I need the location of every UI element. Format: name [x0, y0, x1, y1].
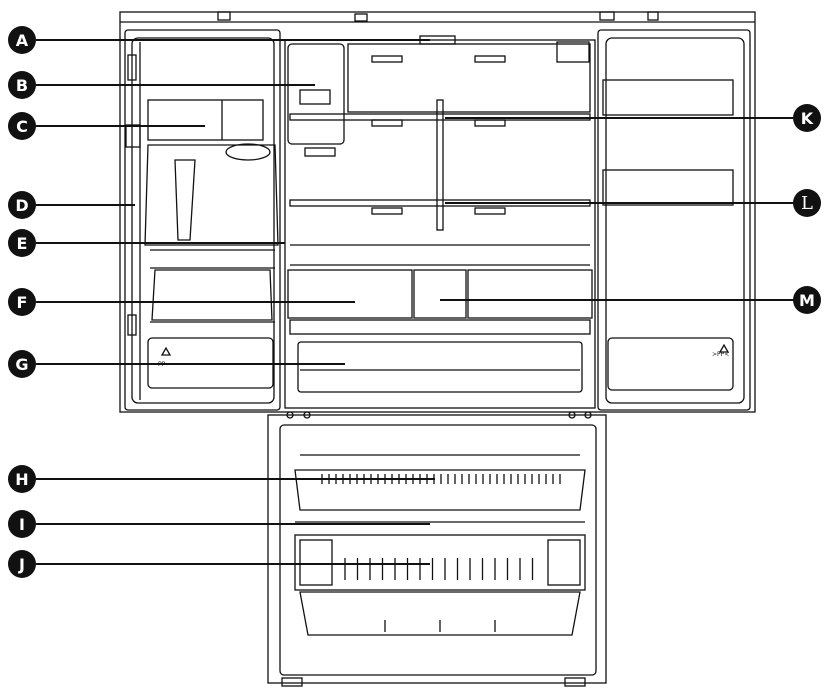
crisper-right [467, 269, 593, 319]
right-door-bin-3 [607, 337, 734, 391]
callout-l-label: L [801, 193, 813, 214]
callout-d: D [8, 191, 36, 219]
recycle-icon-right [718, 343, 730, 353]
callout-g: G [8, 350, 36, 378]
callout-b: B [8, 71, 36, 99]
callout-k: K [793, 104, 821, 132]
callout-j: J [8, 550, 36, 578]
callout-e: E [8, 229, 36, 257]
callout-m: M [793, 286, 821, 314]
right-door-mark: >PP< [712, 351, 729, 358]
callout-a: A [8, 26, 36, 54]
right-door-bin-2 [602, 169, 734, 206]
freezer [267, 414, 607, 687]
callout-badges: A B C D E F G H [8, 26, 821, 578]
callout-m-label: M [799, 291, 815, 310]
callout-c-label: C [16, 117, 28, 136]
callout-a-label: A [16, 31, 29, 50]
callout-h-label: H [15, 470, 28, 489]
ice-maker [147, 99, 264, 141]
fridge-interior [284, 35, 596, 409]
callout-g-label: G [15, 355, 28, 374]
callout-leaders [36, 39, 800, 565]
callout-h: H [8, 465, 36, 493]
callout-i: I [8, 510, 36, 538]
lower-basket-slots [344, 558, 534, 580]
freezer-lower-basket [294, 534, 586, 591]
callout-e-label: E [17, 234, 28, 253]
callout-i-label: I [19, 515, 25, 534]
callout-k-label: K [801, 109, 814, 128]
fridge-cabinet [119, 11, 756, 413]
freezer-upper-basket [294, 469, 586, 511]
right-door [597, 29, 751, 411]
water-filter-housing [287, 43, 345, 145]
callout-f: F [8, 288, 36, 316]
pantry-drawer [297, 341, 583, 393]
callout-d-label: D [15, 196, 28, 215]
callout-j-label: J [18, 555, 25, 574]
callout-l: L [793, 189, 821, 217]
crisper-left [287, 269, 413, 319]
left-door [124, 29, 281, 411]
callout-b-label: B [16, 76, 28, 95]
callout-c: C [8, 112, 36, 140]
fridge-drawing [119, 11, 756, 687]
recycle-icon-left [160, 346, 172, 356]
callout-f-label: F [17, 293, 28, 312]
right-door-bin-1 [602, 79, 734, 116]
crisper-middle [413, 269, 467, 319]
